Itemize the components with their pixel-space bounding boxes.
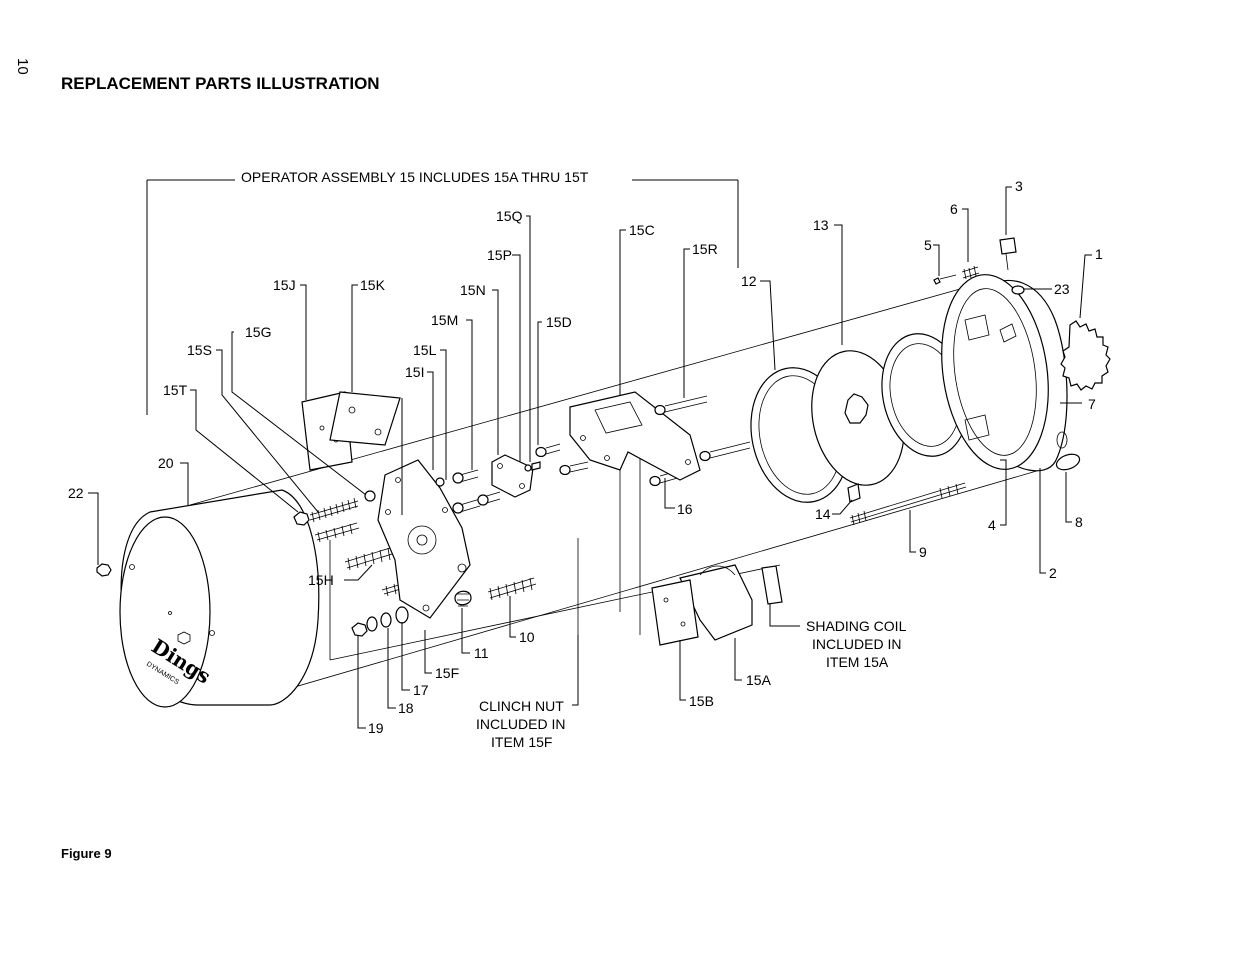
svg-text:ITEM 15A: ITEM 15A — [826, 654, 889, 670]
callout-22: 22 — [68, 485, 84, 501]
callout-1: 1 — [1095, 246, 1103, 262]
callout-20: 20 — [158, 455, 174, 471]
callout-6: 6 — [950, 201, 958, 217]
svg-text:SHADING COIL: SHADING COIL — [806, 618, 907, 634]
callout-15d: 15D — [546, 314, 572, 330]
callout-19: 19 — [368, 720, 384, 736]
callout-15j: 15J — [273, 277, 296, 293]
figure-caption: Figure 9 — [61, 846, 112, 861]
callout-3: 3 — [1015, 178, 1023, 194]
callout-15l: 15L — [413, 342, 437, 358]
svg-text:CLINCH NUT: CLINCH NUT — [479, 698, 564, 714]
rings — [750, 333, 969, 503]
callout-15t: 15T — [163, 382, 188, 398]
operator-components — [293, 391, 783, 646]
callout-5: 5 — [924, 237, 932, 253]
page-title: REPLACEMENT PARTS ILLUSTRATION — [61, 74, 380, 93]
callout-labels: 1 2 3 4 5 6 7 8 9 10 11 12 13 14 16 17 1… — [68, 178, 1103, 736]
callout-15k: 15K — [360, 277, 386, 293]
callout-15i: 15I — [405, 364, 424, 380]
callout-15p: 15P — [487, 247, 512, 263]
svg-text:INCLUDED IN: INCLUDED IN — [476, 716, 565, 732]
callout-15f: 15F — [435, 665, 459, 681]
callout-16: 16 — [677, 501, 693, 517]
callout-15c: 15C — [629, 222, 655, 238]
callout-15s: 15S — [187, 342, 212, 358]
callout-15q: 15Q — [496, 208, 523, 224]
callout-13: 13 — [813, 217, 829, 233]
callout-10: 10 — [519, 629, 535, 645]
callout-15n: 15N — [460, 282, 486, 298]
callout-15g: 15G — [245, 324, 271, 340]
spring-15s — [309, 497, 359, 523]
nut-22 — [96, 563, 112, 577]
callout-15a: 15A — [746, 672, 772, 688]
callout-15h: 15H — [308, 572, 334, 588]
callout-15r: 15R — [692, 241, 718, 257]
callout-leaders — [88, 186, 1092, 729]
callout-12: 12 — [741, 273, 757, 289]
callout-8: 8 — [1075, 514, 1083, 530]
callout-7: 7 — [1088, 396, 1096, 412]
svg-text:INCLUDED IN: INCLUDED IN — [812, 636, 901, 652]
shading-coil-note: SHADING COIL INCLUDED IN ITEM 15A — [806, 618, 907, 670]
callout-15b: 15B — [689, 693, 714, 709]
svg-text:ITEM 15F: ITEM 15F — [491, 734, 552, 750]
operator-assembly-bracket: OPERATOR ASSEMBLY 15 INCLUDES 15A THRU 1… — [146, 169, 739, 415]
callout-15m: 15M — [431, 312, 458, 328]
magnet-body — [849, 237, 1111, 526]
clinch-nut-note: CLINCH NUT INCLUDED IN ITEM 15F — [476, 698, 565, 750]
callout-11: 11 — [474, 645, 489, 661]
callout-2: 2 — [1049, 565, 1057, 581]
operator-assembly-note: OPERATOR ASSEMBLY 15 INCLUDES 15A THRU 1… — [241, 169, 589, 185]
callout-4: 4 — [988, 517, 996, 533]
cover-housing-20: Dings DYNAMICS — [119, 489, 320, 708]
callout-14: 14 — [815, 506, 831, 522]
callout-17: 17 — [413, 682, 429, 698]
callout-23: 23 — [1054, 281, 1070, 297]
callout-18: 18 — [398, 700, 414, 716]
callout-9: 9 — [919, 544, 927, 560]
